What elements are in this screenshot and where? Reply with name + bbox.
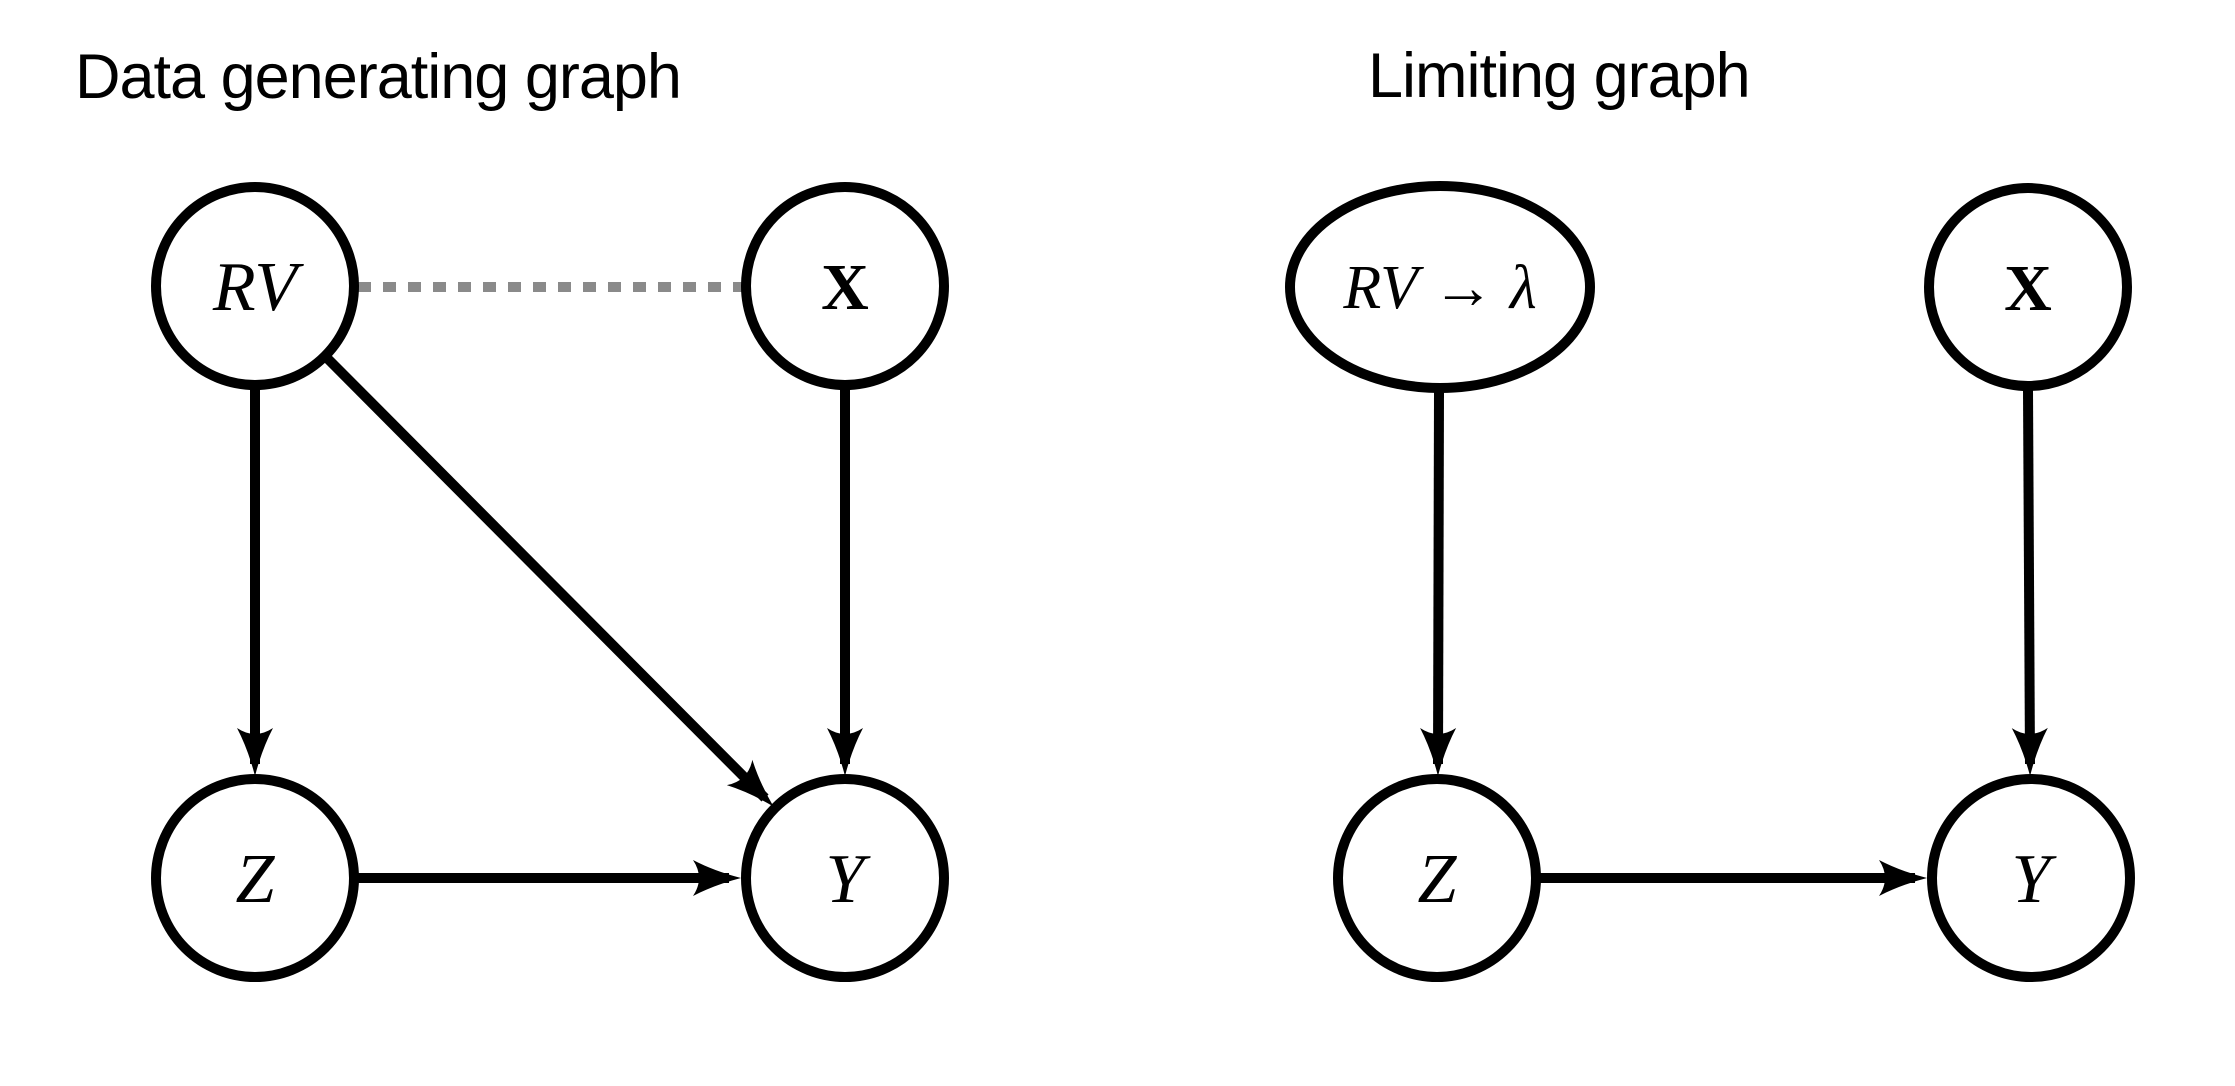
node-x <box>741 182 949 390</box>
edge-rvlambda-to-z-arrow <box>1420 391 1457 776</box>
node-x-right <box>1924 183 2132 391</box>
node-rv-lambda <box>1285 181 1595 393</box>
node-x-right-label: X <box>2004 252 2052 325</box>
edge-rv-to-y-arrow <box>322 353 774 807</box>
node-rv-label: RV <box>212 249 304 326</box>
right-graph-title: Limiting graph <box>1368 41 1750 111</box>
node-y-right-label: Y <box>2012 841 2058 918</box>
node-rv-lambda-label: RV → λ <box>1342 254 1536 322</box>
left-graph-title: Data generating graph <box>75 42 681 112</box>
node-x-label: X <box>821 251 869 324</box>
node-z-right <box>1333 774 1541 982</box>
node-z-right-label: Z <box>1418 841 1458 918</box>
limiting-graph: Limiting graph RV → λ X Z Y <box>1285 41 2135 982</box>
node-z-label: Z <box>236 841 276 918</box>
data-generating-graph: Data generating graph RV X Z Y <box>75 42 949 982</box>
node-z <box>151 774 359 982</box>
node-y <box>741 774 949 982</box>
node-y-label: Y <box>826 841 872 918</box>
node-y-right <box>1927 774 2135 982</box>
edge-x-to-y-arrow-right <box>2011 389 2048 776</box>
node-rv <box>151 182 359 390</box>
